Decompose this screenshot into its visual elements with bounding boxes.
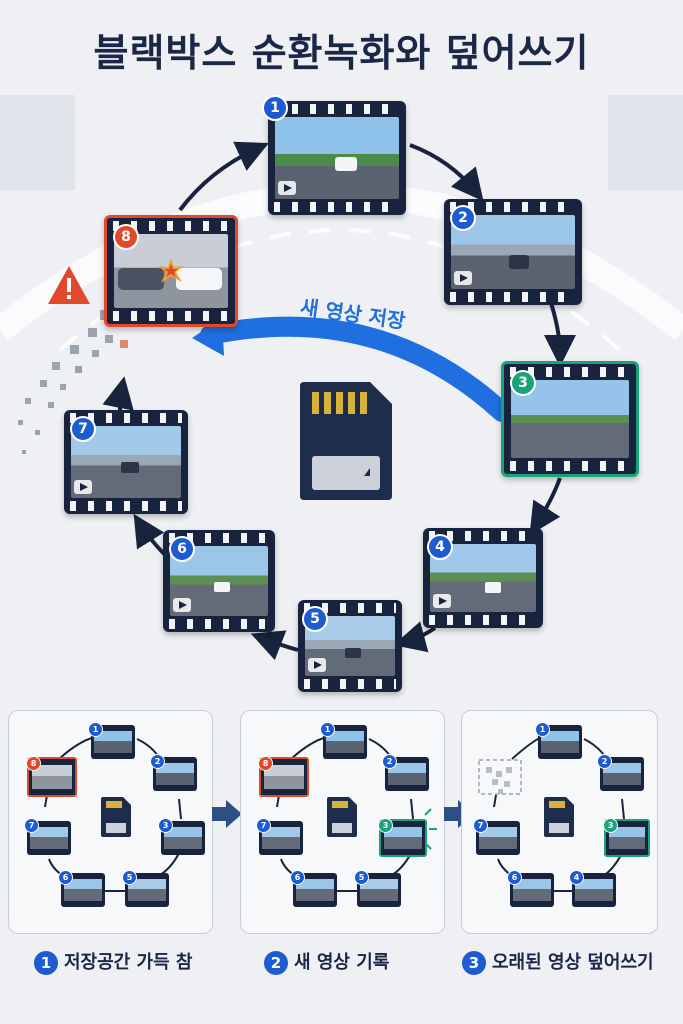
video-frame-3-new[interactable]: 3 xyxy=(501,361,639,477)
step-number: 1 xyxy=(34,951,58,975)
mini-frame-number: 8 xyxy=(26,756,41,771)
mini-frame-6: 6 xyxy=(507,870,554,907)
deleted-frame-placeholder xyxy=(478,759,522,795)
mini-frame-2: 2 xyxy=(382,754,429,791)
mini-frame-3: 3 xyxy=(158,818,205,855)
video-frame-1[interactable]: 1 xyxy=(262,95,406,215)
sd-card-icon xyxy=(544,797,574,837)
video-frame-7[interactable]: 7 xyxy=(64,410,188,514)
step-panel-1: 1 2 3 5 6 7 8 xyxy=(8,710,213,934)
play-icon[interactable] xyxy=(74,480,92,494)
play-icon[interactable] xyxy=(173,598,191,612)
mini-frame-2: 2 xyxy=(597,754,644,791)
step-number: 2 xyxy=(264,951,288,975)
mini-frame-8: 8 xyxy=(258,756,309,797)
mini-frame-7: 7 xyxy=(256,818,303,855)
mini-frame-number: 4 xyxy=(569,870,584,885)
mini-frame-number: 1 xyxy=(320,722,335,737)
step-panel-2: 1 2 3 5 6 7 8 xyxy=(240,710,445,934)
mini-frame-number: 6 xyxy=(58,870,73,885)
sd-card-icon xyxy=(300,382,392,500)
mini-frame-5: 5 xyxy=(122,870,169,907)
mini-frame-5: 5 xyxy=(354,870,401,907)
mini-frame-6: 6 xyxy=(290,870,337,907)
frame-number-2: 2 xyxy=(450,205,476,231)
mini-frame-number: 7 xyxy=(473,818,488,833)
frame-number-5: 5 xyxy=(302,606,328,632)
step-arrow-1 xyxy=(212,800,242,828)
mini-frame-3-new: 3 xyxy=(378,818,427,857)
play-icon[interactable] xyxy=(433,594,451,608)
mini-frame-1: 1 xyxy=(535,722,582,759)
mini-frame-2: 2 xyxy=(150,754,197,791)
mini-frame-number: 1 xyxy=(535,722,550,737)
frame-number-1: 1 xyxy=(262,95,288,121)
mini-frame-number: 5 xyxy=(354,870,369,885)
mini-frame-7: 7 xyxy=(473,818,520,855)
mini-frame-number: 2 xyxy=(382,754,397,769)
mini-frame-number: 6 xyxy=(507,870,522,885)
cycle-arrows xyxy=(102,141,576,661)
mini-frame-number: 3 xyxy=(378,818,393,833)
mini-frame-4: 4 xyxy=(569,870,616,907)
mini-frame-number: 5 xyxy=(122,870,137,885)
mini-frame-number: 7 xyxy=(256,818,271,833)
mini-frame-number: 7 xyxy=(24,818,39,833)
video-frame-8-accident[interactable]: 8 xyxy=(104,215,238,327)
page-title: 블랙박스 순환녹화와 덮어쓰기 xyxy=(93,31,590,75)
step-panel-3: 1 2 3 4 6 7 xyxy=(461,710,658,934)
video-frame-2[interactable]: 2 xyxy=(444,199,582,305)
frame-number-4: 4 xyxy=(427,534,453,560)
frame-number-3: 3 xyxy=(510,370,536,396)
warning-icon xyxy=(48,266,90,304)
sd-card-icon xyxy=(101,797,131,837)
mini-frame-number: 6 xyxy=(290,870,305,885)
video-frame-4[interactable]: 4 xyxy=(423,528,543,628)
step-caption-3: 3 오래된 영상 덮어쓰기 xyxy=(462,948,654,975)
video-frame-6[interactable]: 6 xyxy=(163,530,275,632)
mini-frame-number: 1 xyxy=(88,722,103,737)
mini-frame-number: 3 xyxy=(603,818,618,833)
step-caption-1: 1 저장공간 가득 참 xyxy=(34,948,192,975)
frame-number-8: 8 xyxy=(113,224,139,250)
mini-frame-8: 8 xyxy=(26,756,77,797)
background-building-left xyxy=(0,95,75,190)
mini-frame-number: 8 xyxy=(258,756,273,771)
play-icon[interactable] xyxy=(308,658,326,672)
video-frame-5[interactable]: 5 xyxy=(298,600,402,692)
play-icon[interactable] xyxy=(278,181,296,195)
collision-icon xyxy=(158,258,184,283)
mini-frame-7: 7 xyxy=(24,818,71,855)
step-number: 3 xyxy=(462,951,486,975)
mini-frame-6: 6 xyxy=(58,870,105,907)
background-building-right xyxy=(608,95,683,190)
mini-frame-number: 2 xyxy=(150,754,165,769)
frame-number-7: 7 xyxy=(70,416,96,442)
mini-frame-number: 3 xyxy=(158,818,173,833)
step-label: 새 영상 기록 xyxy=(294,952,390,973)
frame-number-6: 6 xyxy=(169,536,195,562)
sd-card-icon xyxy=(327,797,357,837)
mini-frame-1: 1 xyxy=(88,722,135,759)
step-label: 오래된 영상 덮어쓰기 xyxy=(492,952,654,973)
step-caption-2: 2 새 영상 기록 xyxy=(264,948,389,975)
mini-frame-3-new: 3 xyxy=(603,818,650,857)
play-icon[interactable] xyxy=(454,271,472,285)
step-label: 저장공간 가득 참 xyxy=(64,952,193,973)
mini-frame-1: 1 xyxy=(320,722,367,759)
mini-frame-number: 2 xyxy=(597,754,612,769)
